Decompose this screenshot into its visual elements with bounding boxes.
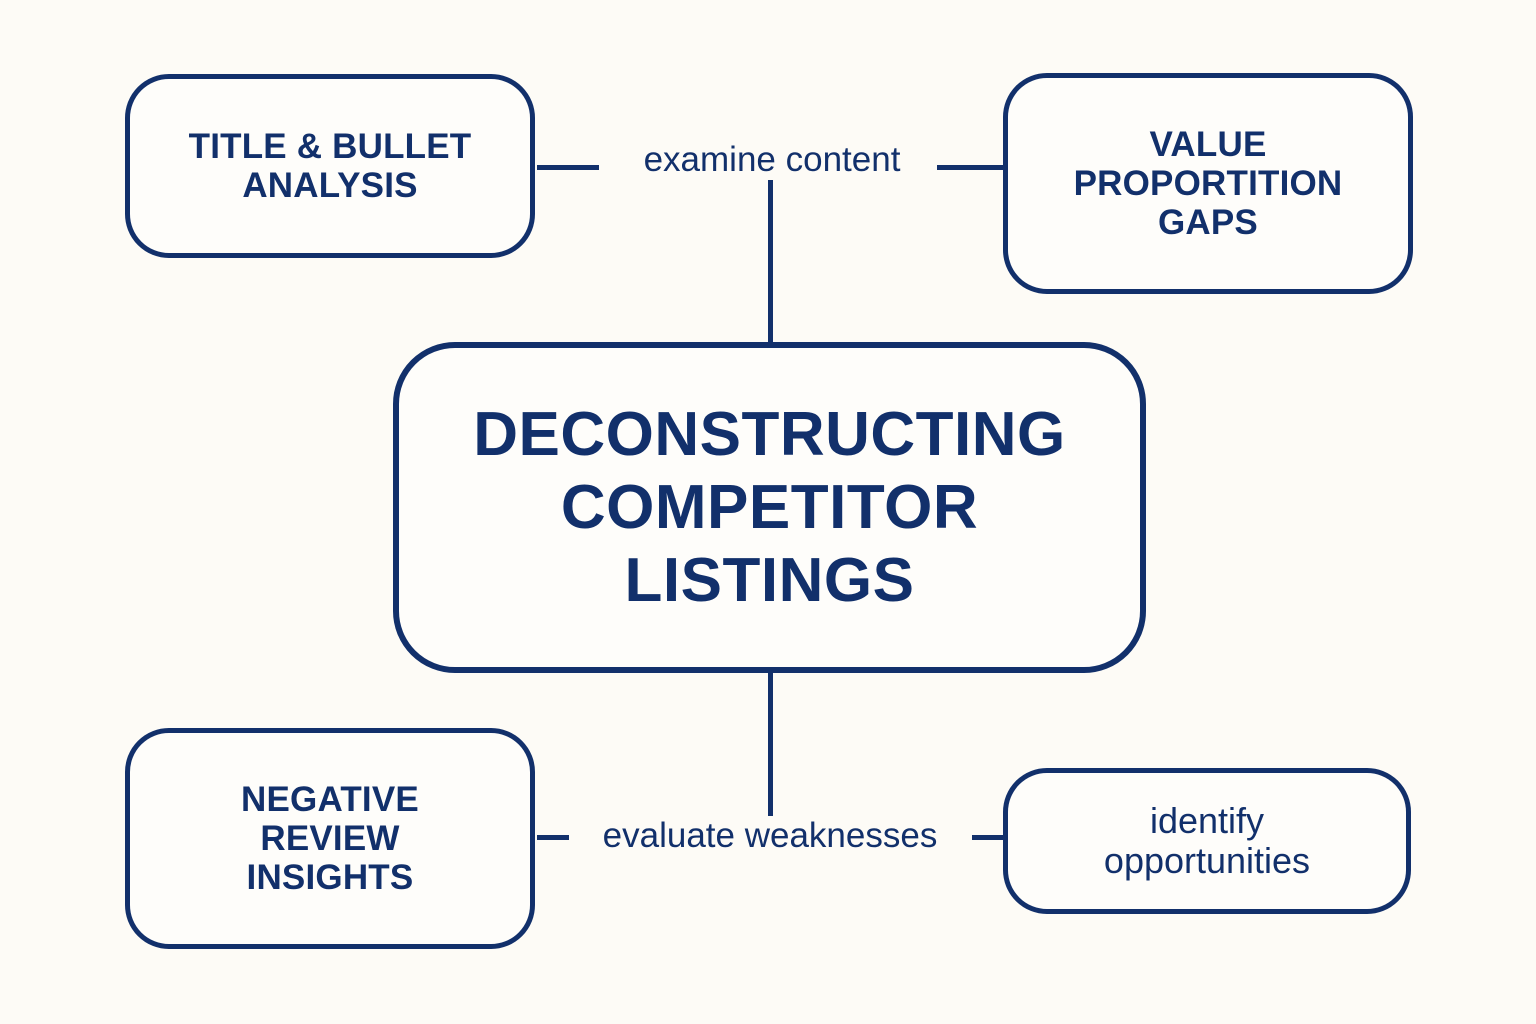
edge-label-evaluate-weaknesses: evaluate weaknesses	[592, 816, 948, 856]
node-center-deconstructing-competitor-listings[interactable]: DECONSTRUCTING COMPETITOR LISTINGS	[393, 342, 1146, 673]
connector-title-bullet-to-examine	[537, 165, 599, 170]
connector-evaluate-to-identify-opps	[972, 835, 1004, 840]
node-negative-review-insights[interactable]: NEGATIVE REVIEW INSIGHTS	[125, 728, 535, 949]
connector-top-stem-to-center	[768, 165, 773, 345]
connector-negative-review-to-evaluate	[537, 835, 569, 840]
edge-label-examine-content: examine content	[633, 140, 911, 180]
node-value-proportition-gaps[interactable]: VALUE PROPORTITION GAPS	[1003, 73, 1413, 294]
connector-examine-to-value-gaps	[937, 165, 1004, 170]
node-title-bullet-analysis[interactable]: TITLE & BULLET ANALYSIS	[125, 74, 535, 258]
node-identify-opportunities[interactable]: identify opportunities	[1003, 768, 1411, 914]
connector-center-to-bottom-stem	[768, 670, 773, 838]
